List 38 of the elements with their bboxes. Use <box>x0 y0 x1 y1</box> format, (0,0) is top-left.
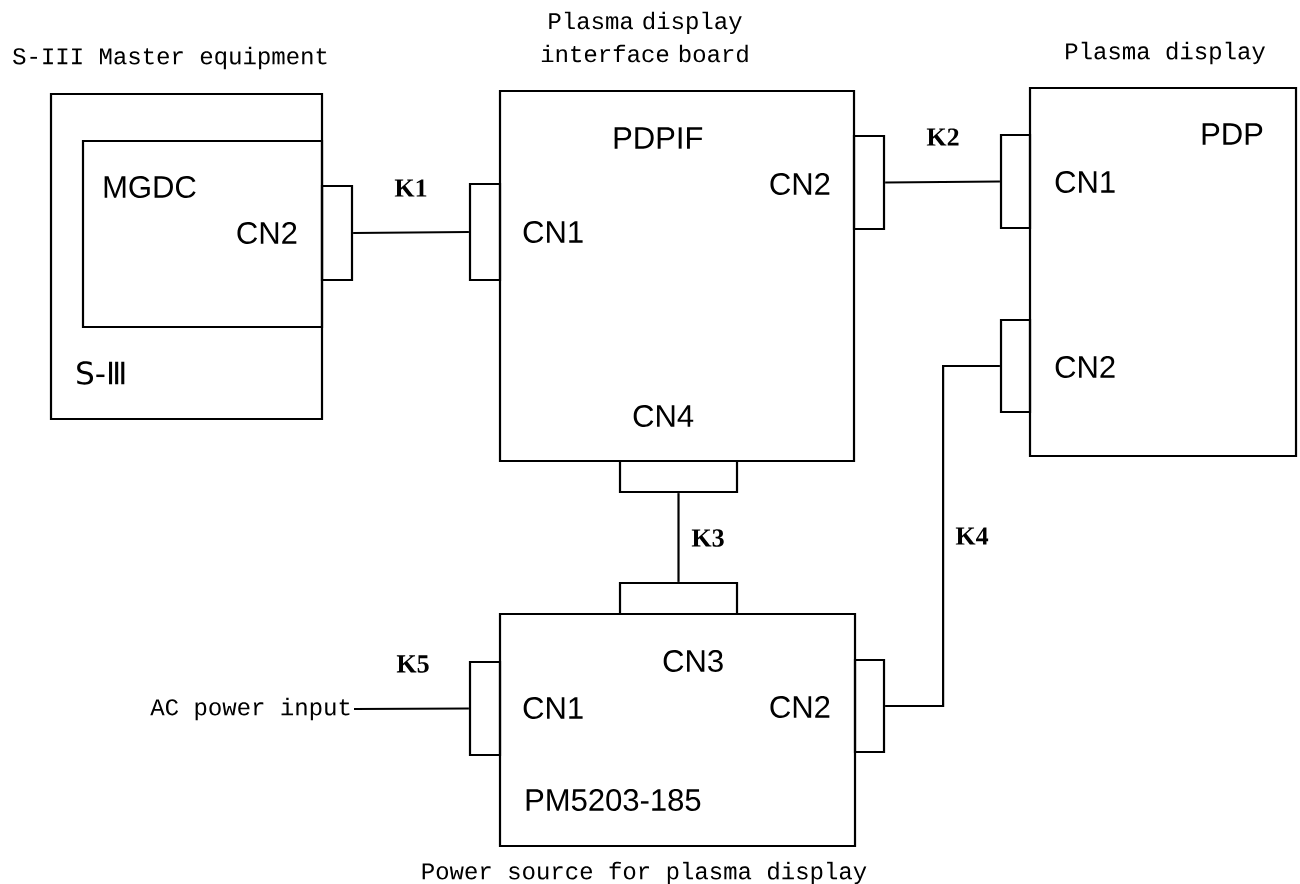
cable-label: K1 <box>393 178 429 198</box>
connector-label: CN1 <box>523 221 583 243</box>
connector-box <box>853 658 886 754</box>
unit-heading: S-III Master equipment <box>13 46 327 70</box>
cable-label: K5 <box>395 654 431 674</box>
board-label: MGDC <box>104 176 196 198</box>
unit-label: PDP <box>1202 123 1263 145</box>
cable-label: K2 <box>925 127 961 147</box>
connector-box <box>320 184 354 282</box>
connector-label: CN3 <box>663 650 723 672</box>
unit-caption: Power source for plasma display <box>422 861 867 884</box>
cable-label: K3 <box>690 528 726 548</box>
connector-box <box>999 318 1032 414</box>
connector-label: CN2 <box>237 222 297 244</box>
board-label: PDPIF <box>614 127 703 149</box>
unit-heading: Plasma display interface board <box>541 11 748 63</box>
unit-label: S-Ⅲ <box>77 361 125 385</box>
input-label: AC power input <box>150 697 350 721</box>
connector-box <box>999 133 1032 230</box>
connector-label: CN2 <box>770 696 830 718</box>
cable-line <box>885 364 1000 708</box>
connector-box <box>468 182 502 282</box>
cable-line <box>677 493 680 582</box>
connector-box <box>618 581 739 616</box>
connector-box <box>468 660 502 757</box>
connector-label: CN2 <box>1055 356 1115 378</box>
connector-label: CN1 <box>1055 171 1115 193</box>
connector-label: CN2 <box>770 173 830 195</box>
cable-label: K4 <box>954 526 990 546</box>
connector-box <box>852 134 886 231</box>
cable-line <box>353 230 469 235</box>
connector-label: CN4 <box>633 405 694 427</box>
connector-box <box>618 459 739 494</box>
model-number: PM5203-185 <box>526 789 701 811</box>
cable-line <box>354 707 469 711</box>
connector-label: CN1 <box>523 697 583 719</box>
cable-line <box>885 180 1000 184</box>
unit-heading: Plasma display <box>1066 41 1265 65</box>
